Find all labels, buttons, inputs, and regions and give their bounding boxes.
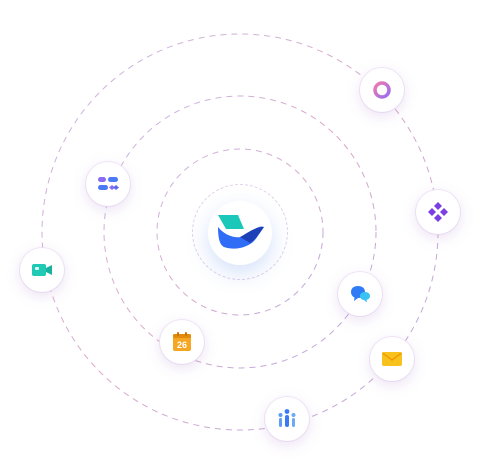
orbit-ring-inner [156,148,324,316]
team-app-node[interactable] [265,397,309,441]
toggles-icon [98,177,119,190]
calendar-icon: 26 [173,332,191,351]
center-halo [192,184,288,280]
video-app-node[interactable] [20,248,64,292]
team-icon [278,409,296,427]
ring-app-node[interactable] [360,68,404,112]
toggles-app-node[interactable] [86,162,130,206]
mail-icon [382,352,402,366]
calendar-day-number: 26 [177,340,187,350]
orbit-ring-middle [103,95,377,369]
diamond-app-node[interactable] [416,190,460,234]
diamond-grid-icon [428,202,448,222]
calendar-app-node[interactable]: 26 [160,320,204,364]
ring-icon [373,81,391,99]
chat-bubbles-icon [351,286,370,303]
center-logo-badge [208,201,272,265]
brand-bird-logo-icon [218,215,264,249]
mail-app-node[interactable] [370,337,414,381]
chat-app-node[interactable] [338,272,382,316]
video-camera-icon [32,264,52,276]
